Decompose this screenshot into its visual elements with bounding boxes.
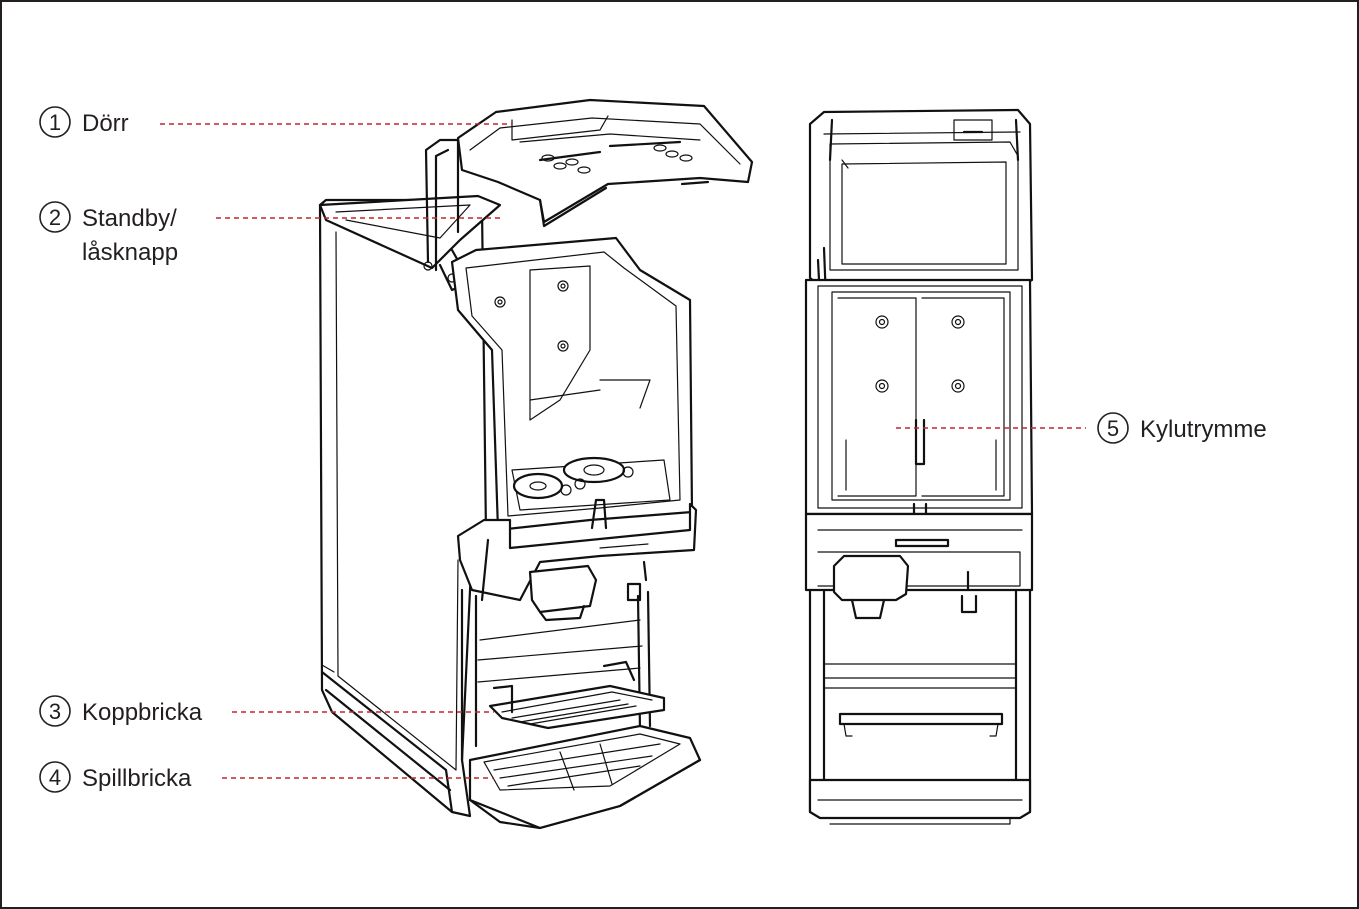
machine-front-view: [804, 108, 1034, 825]
callout-label-standby-line1: Standby/: [82, 205, 177, 232]
callout-3: 3 Koppbricka: [39, 695, 203, 727]
machine-perspective-view: [318, 98, 754, 830]
callout-label-cup-tray: Koppbricka: [82, 699, 203, 726]
door-buttons: [541, 144, 693, 174]
callout-number: 5: [1107, 416, 1119, 441]
callout-number-circle: [39, 761, 71, 793]
callout-number-circle: [39, 106, 71, 138]
callout-label-standby-line2: låsknapp: [82, 239, 178, 266]
callout-number-circle: [1097, 412, 1129, 444]
callout-number: 3: [49, 699, 61, 724]
callout-label-drip-tray: Spillbricka: [82, 765, 192, 792]
callout-label-door: Dörr: [82, 110, 129, 137]
callout-number: 4: [49, 765, 61, 790]
callout-number-circle: [39, 201, 71, 233]
callout-1: 1 Dörr: [39, 106, 129, 138]
door-lid: [456, 98, 754, 224]
callout-2: 2 Standby/ låsknapp: [39, 201, 178, 266]
callout-4: 4 Spillbricka: [39, 761, 192, 793]
callout-5: 5 Kylutrymme: [1097, 412, 1267, 444]
cup-tray: [488, 660, 666, 730]
drip-tray: [468, 724, 702, 830]
callout-number-circle: [39, 695, 71, 727]
callout-number: 1: [49, 110, 61, 135]
callout-number: 2: [49, 205, 61, 230]
callout-label-cooling: Kylutrymme: [1140, 416, 1267, 443]
